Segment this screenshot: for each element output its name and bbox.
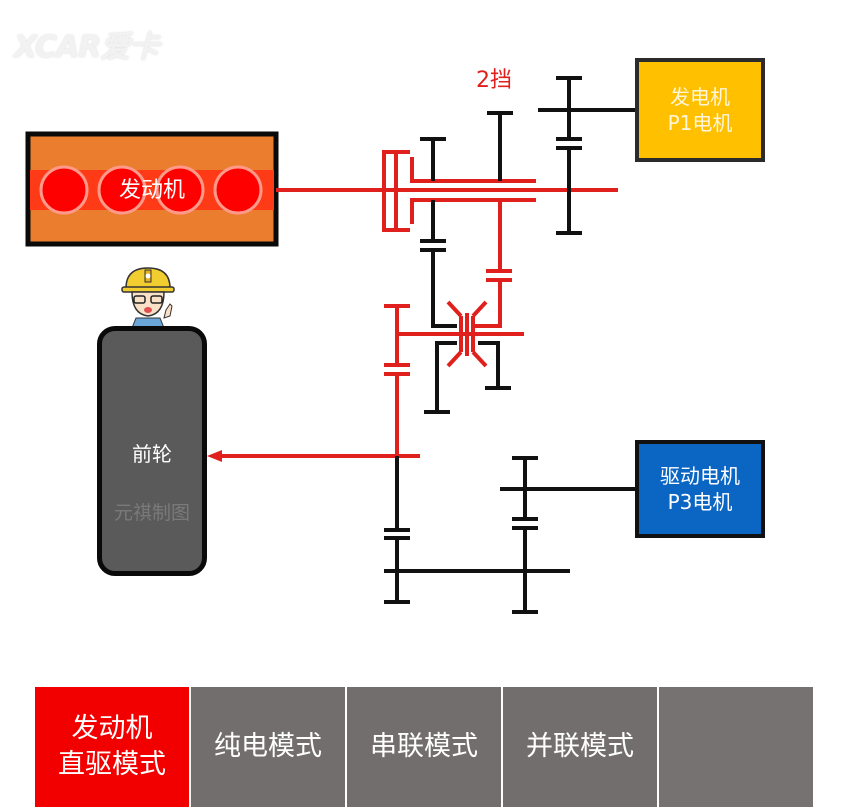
second-gear-to-diff [474, 280, 502, 328]
generator-label: 发电机 [670, 85, 730, 109]
tab-label: 纯电模式 [214, 731, 322, 762]
diff-housing-right [478, 341, 500, 388]
clutch-top-drum [410, 157, 536, 183]
powertrain-diagram [25, 76, 636, 614]
diff-bevel [446, 300, 463, 318]
engine-block [25, 131, 279, 247]
diff-bevel [471, 300, 488, 318]
mechanical-path [384, 76, 636, 614]
gear-to-diff [431, 250, 457, 328]
gear-label: 2挡 [476, 68, 512, 93]
xcar-logo: XCAR爱卡 [14, 30, 159, 65]
diff-bevel [471, 350, 488, 368]
engine-cylinder [39, 165, 89, 215]
engine-cylinder [155, 165, 205, 215]
engine-label: 发动机 [118, 178, 185, 203]
front-wheel-label: 前轮 [132, 442, 172, 466]
tab-engine-direct-drive[interactable]: 发动机 直驱模式 [35, 687, 189, 807]
drive-motor-sublabel: P3电机 [667, 490, 733, 514]
drive-motor-label: 驱动电机 [660, 464, 740, 488]
engine-cylinder [213, 165, 263, 215]
power-flow-path [207, 150, 618, 462]
engine-cylinder [97, 165, 147, 215]
arrow-head-icon [207, 450, 222, 462]
tab-series[interactable]: 串联模式 [347, 687, 501, 807]
tab-label: 发动机 [71, 713, 153, 744]
tab-pure-electric[interactable]: 纯电模式 [191, 687, 345, 807]
mode-tabs: 发动机 直驱模式 纯电模式 串联模式 并联模式 [35, 687, 815, 807]
tab-blank[interactable] [659, 687, 813, 807]
clutch-bottom-drum [410, 198, 536, 224]
tab-label: 直驱模式 [58, 749, 166, 780]
tab-label: 并联模式 [526, 731, 634, 762]
watermark: 元祺制图 [113, 502, 190, 524]
diff-housing-left [435, 341, 457, 412]
diff-bevel [446, 350, 463, 368]
engineer-mascot-icon [121, 267, 175, 328]
generator-sublabel: P1电机 [667, 111, 733, 135]
tab-parallel[interactable]: 并联模式 [503, 687, 657, 807]
tab-label: 串联模式 [370, 731, 478, 762]
front-wheel [97, 326, 207, 576]
drive-p3-motor: 驱动电机 P3电机 [635, 440, 765, 538]
generator-p1-motor: 发电机 P1电机 [635, 58, 765, 162]
